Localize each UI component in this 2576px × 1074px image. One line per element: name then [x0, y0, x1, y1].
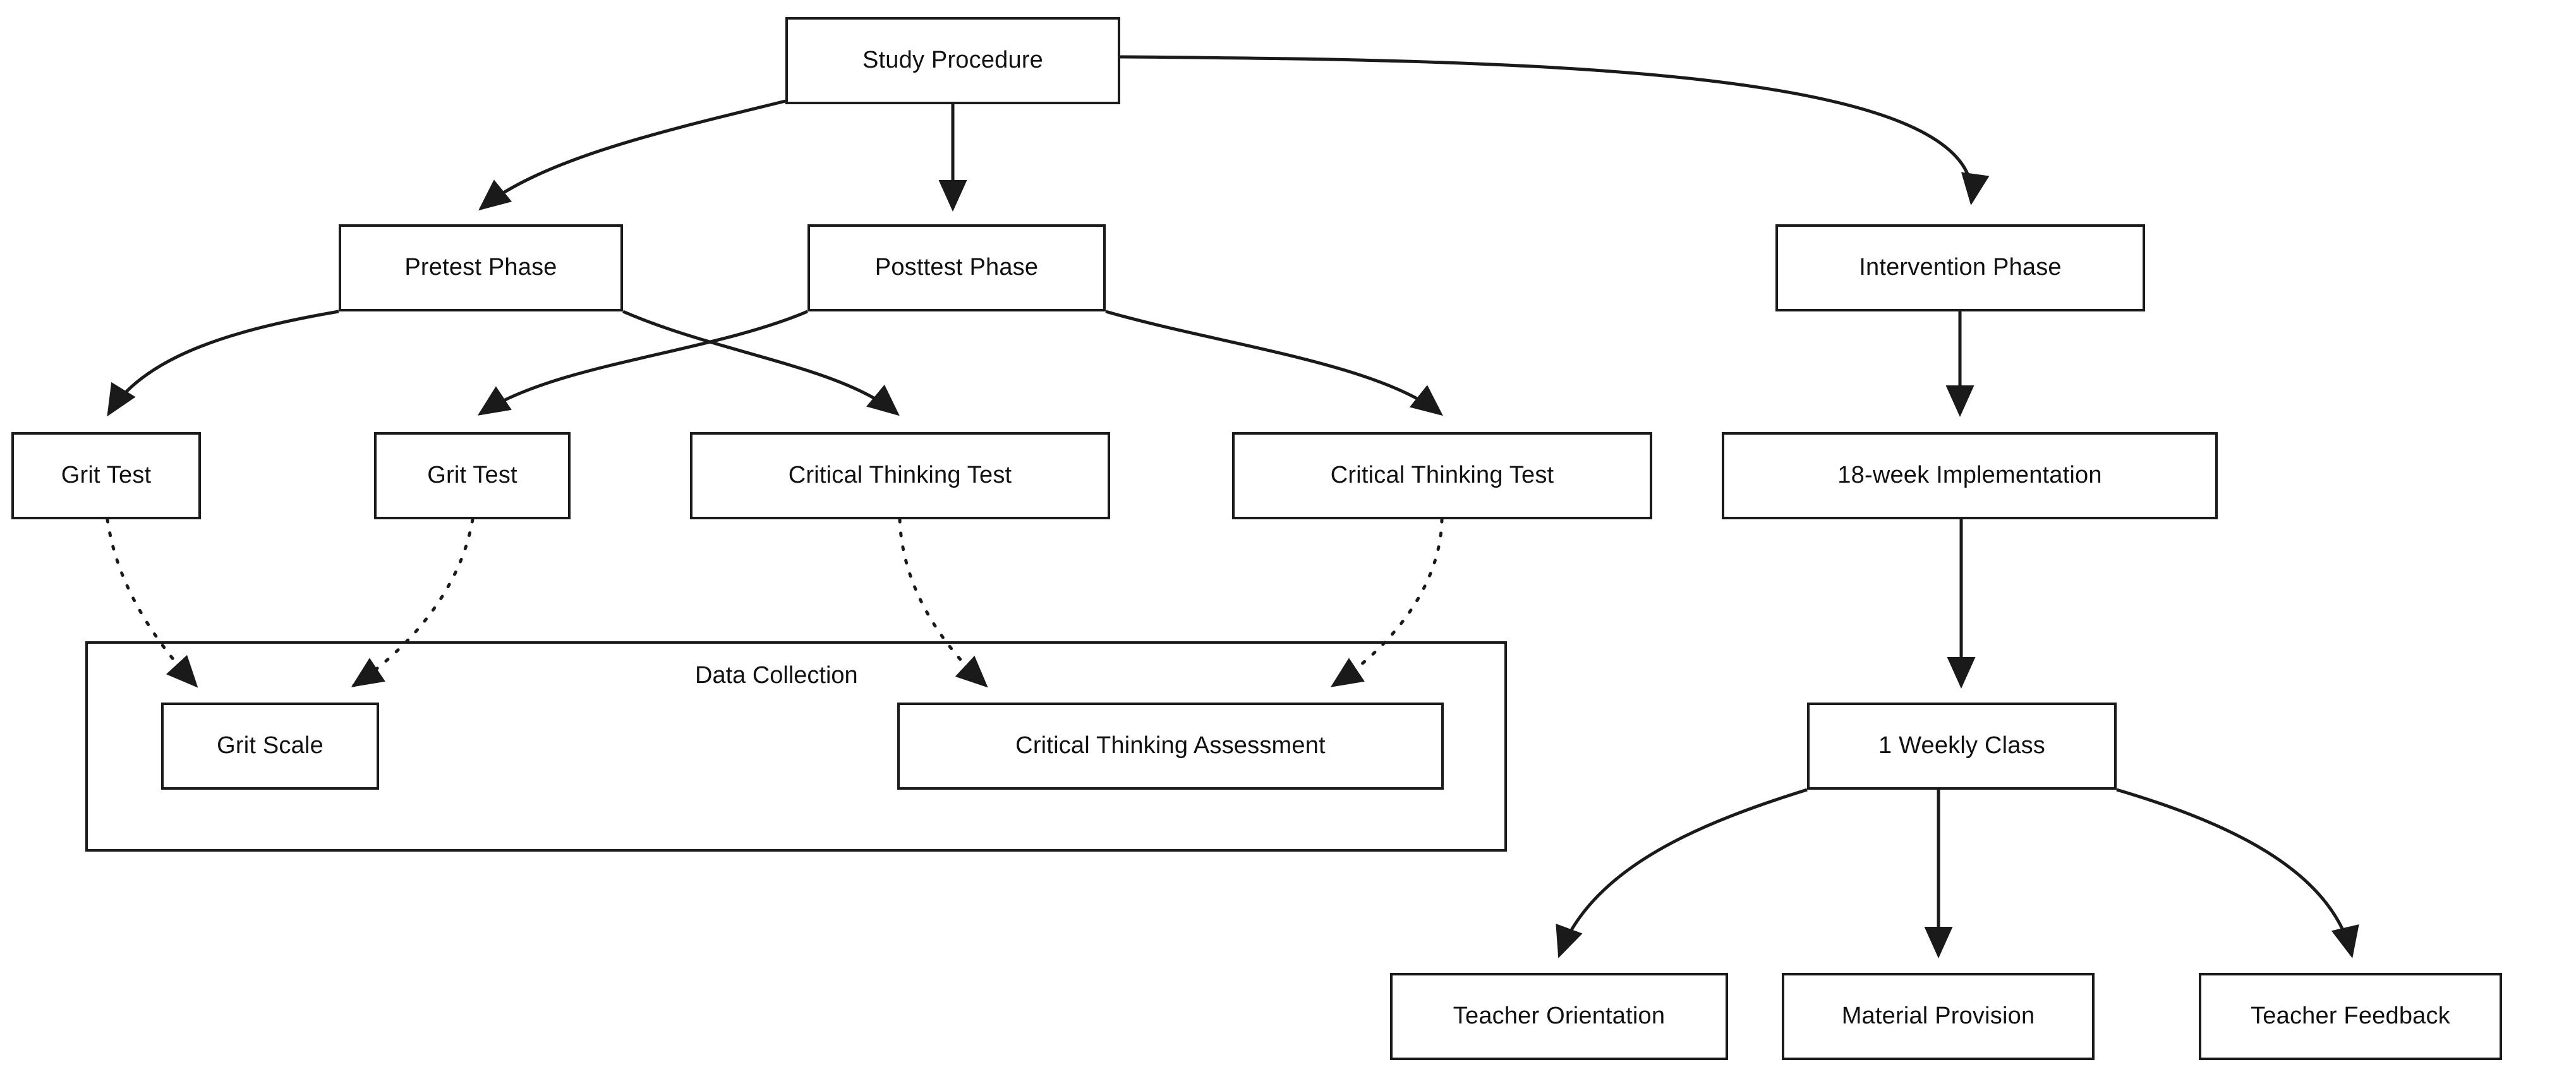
node-teacher-orientation[interactable]: Teacher Orientation: [1390, 973, 1728, 1060]
node-label-18-week-implementation: 18-week Implementation: [1837, 462, 2102, 489]
node-label-teacher-orientation: Teacher Orientation: [1453, 1003, 1666, 1030]
node-critical-thinking-assessment[interactable]: Critical Thinking Assessment: [897, 703, 1444, 790]
cluster-data-collection: [85, 641, 1507, 852]
edge-pretest-to-grit-pre: [107, 310, 339, 417]
node-label-critical-thinking-test-posttest: Critical Thinking Test: [1330, 462, 1554, 489]
node-material-provision[interactable]: Material Provision: [1782, 973, 2095, 1060]
node-grit-test-pretest[interactable]: Grit Test: [11, 432, 201, 519]
node-critical-thinking-test-pretest[interactable]: Critical Thinking Test: [690, 432, 1110, 519]
edge-study-to-pretest: [478, 99, 786, 211]
edge-pretest-to-ct-pre: [622, 310, 900, 416]
edge-weekly-class-to-orientation: [1556, 788, 1808, 958]
node-label-study-procedure: Study Procedure: [862, 47, 1044, 74]
edge-study-to-intervention: [1120, 55, 1990, 205]
node-label-material-provision: Material Provision: [1841, 1003, 2035, 1030]
node-label-1-weekly-class: 1 Weekly Class: [1878, 732, 2045, 759]
node-teacher-feedback[interactable]: Teacher Feedback: [2199, 973, 2502, 1060]
node-posttest-phase[interactable]: Posttest Phase: [807, 224, 1106, 311]
node-label-critical-thinking-assessment: Critical Thinking Assessment: [1015, 732, 1326, 759]
cluster-label-data-collection: Data Collection: [695, 662, 858, 689]
node-grit-test-posttest[interactable]: Grit Test: [374, 432, 571, 519]
node-label-teacher-feedback: Teacher Feedback: [2251, 1003, 2450, 1030]
edge-posttest-to-grit-post: [477, 310, 808, 416]
node-label-grit-test-posttest: Grit Test: [427, 462, 517, 489]
node-18-week-implementation[interactable]: 18-week Implementation: [1722, 432, 2218, 519]
edge-posttest-to-ct-post: [1105, 310, 1443, 416]
node-label-intervention-phase: Intervention Phase: [1859, 254, 2062, 281]
node-grit-scale[interactable]: Grit Scale: [161, 703, 379, 790]
node-label-pretest-phase: Pretest Phase: [404, 254, 557, 281]
node-label-critical-thinking-test-pretest: Critical Thinking Test: [788, 462, 1012, 489]
node-intervention-phase[interactable]: Intervention Phase: [1775, 224, 2145, 311]
node-label-grit-test-pretest: Grit Test: [61, 462, 152, 489]
node-study-procedure[interactable]: Study Procedure: [785, 17, 1120, 104]
edge-weekly-class-to-feedback: [2116, 788, 2359, 958]
node-1-weekly-class[interactable]: 1 Weekly Class: [1807, 703, 2117, 790]
node-label-grit-scale: Grit Scale: [217, 732, 324, 759]
node-pretest-phase[interactable]: Pretest Phase: [339, 224, 623, 311]
node-label-posttest-phase: Posttest Phase: [874, 254, 1039, 281]
node-critical-thinking-test-posttest[interactable]: Critical Thinking Test: [1232, 432, 1652, 519]
